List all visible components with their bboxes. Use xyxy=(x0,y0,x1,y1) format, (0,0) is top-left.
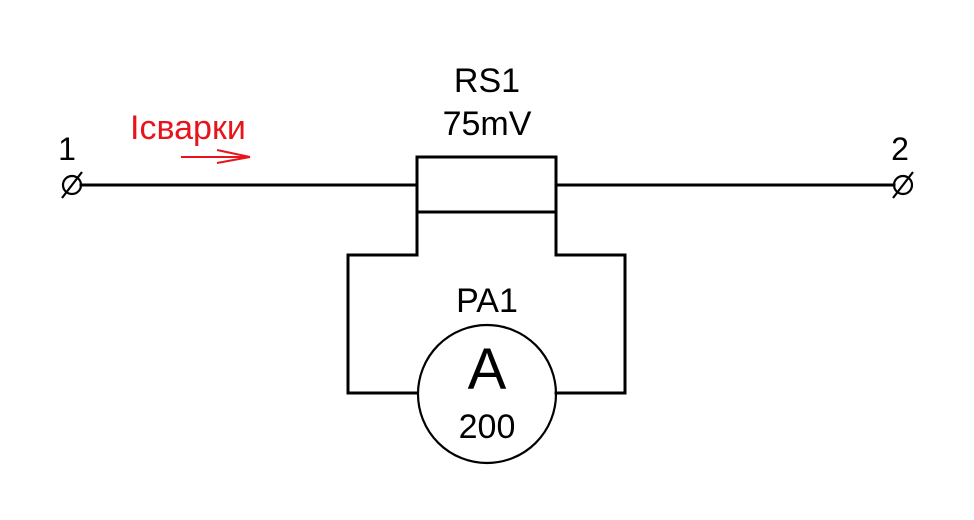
terminal-2-circle-icon xyxy=(892,174,914,196)
shunt-rating: 75mV xyxy=(443,105,532,143)
shunt-designator: RS1 xyxy=(454,62,520,100)
ammeter-symbol: A xyxy=(468,337,507,402)
terminal-2 xyxy=(892,171,914,199)
ammeter-wire-right xyxy=(554,253,627,395)
ammeter-range: 200 xyxy=(459,408,516,446)
terminal-1 xyxy=(61,171,83,199)
shunt-symbol xyxy=(415,155,558,257)
current-direction-arrow-icon xyxy=(181,149,251,164)
ammeter-wire-left xyxy=(346,253,419,395)
current-label: Iсварки xyxy=(130,109,246,147)
terminal-2-slash xyxy=(892,171,914,199)
arrow-head-top xyxy=(216,149,251,158)
terminal-1-label: 1 xyxy=(58,131,76,167)
terminal-1-slash xyxy=(61,171,83,199)
ammeter-designator: PA1 xyxy=(456,282,518,320)
ammeter-circle-icon xyxy=(416,323,558,465)
terminal-1-circle-icon xyxy=(61,174,83,196)
shunt-body xyxy=(415,155,558,214)
terminal-2-label: 2 xyxy=(891,131,909,167)
arrow-head-bottom xyxy=(216,156,251,164)
